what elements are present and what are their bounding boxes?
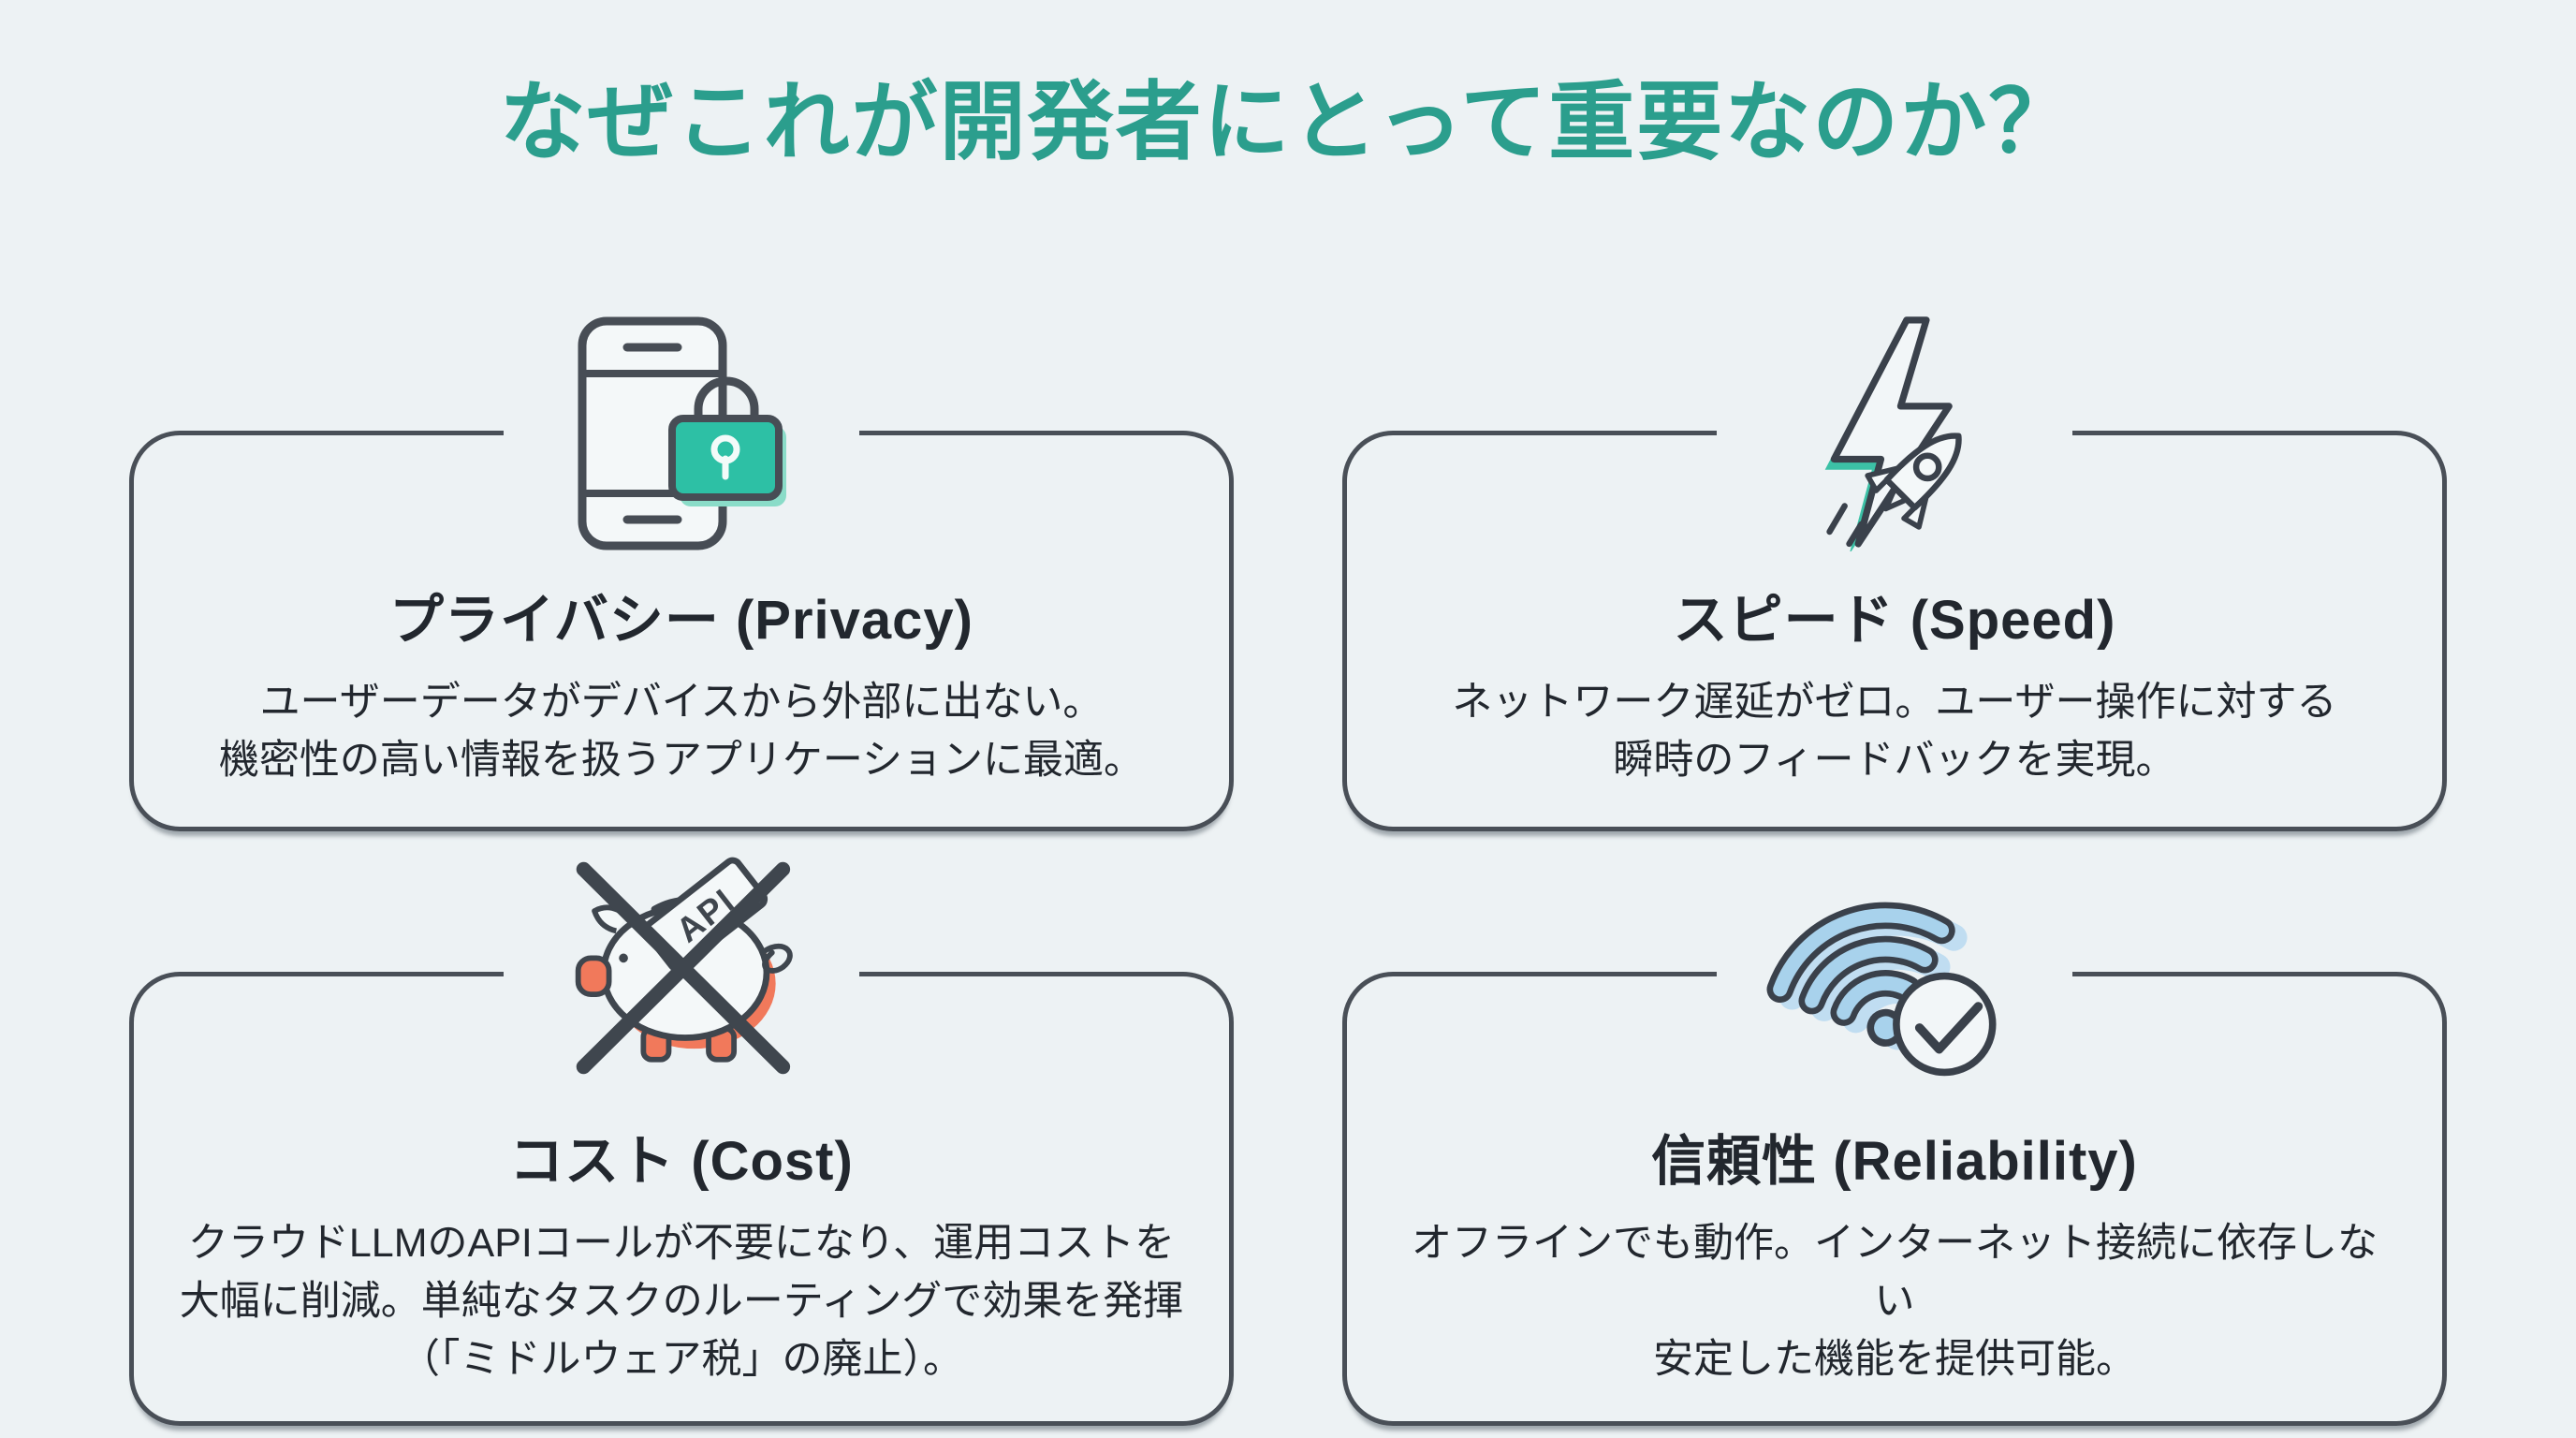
card-reliability: 信頼性 (Reliability) オフラインでも動作。インターネット接続に依存… [1342, 902, 2447, 1426]
card-top-border-gap [1717, 969, 2072, 983]
wifi-check-icon-svg [1766, 902, 1997, 1076]
feature-cards-grid: プライバシー (Privacy) ユーザーデータがデバイスから外部に出ない。 機… [0, 315, 2576, 1426]
card-body: ネットワーク遅延がゼロ。ユーザー操作に対する 瞬時のフィードバックを実現。 [1452, 679, 2337, 783]
api-tag-label: API [669, 880, 742, 949]
card-top-border-gap [504, 969, 859, 983]
card-body: ユーザーデータがデバイスから外部に出ない。 機密性の高い情報を扱うアプリケーショ… [218, 679, 1145, 783]
card-title: スピード (Speed) [1673, 589, 2116, 651]
card-body: オフラインでも動作。インターネット接続に依存しない 安定した機能を提供可能。 [1412, 1220, 2378, 1383]
card-body: クラウドLLMのAPIコールが不要になり、運用コストを 大幅に削減。単純なタスク… [179, 1220, 1184, 1383]
card-speed: スピード (Speed) ネットワーク遅延がゼロ。ユーザー操作に対する 瞬時のフ… [1342, 315, 2447, 831]
card-privacy: プライバシー (Privacy) ユーザーデータがデバイスから外部に出ない。 機… [129, 316, 1234, 831]
card-title: プライバシー (Privacy) [389, 589, 973, 651]
card-top-border-gap [504, 428, 859, 442]
piggy-bank-api-crossed-icon-svg: API [575, 857, 793, 1074]
wifi-check-icon [1347, 857, 2442, 1081]
card-cost: API コスト (Cost) クラウドLLMのAPIコールが不要になり、運用コス… [129, 857, 1234, 1426]
piggy-bank-api-crossed-icon: API [134, 857, 1229, 1081]
page-title: なぜこれが開発者にとって重要なのか？ [499, 75, 2077, 170]
card-top-border-gap [1717, 428, 2072, 442]
card-title: コスト (Cost) [509, 1130, 854, 1192]
card-title: 信頼性 (Reliability) [1651, 1130, 2138, 1192]
